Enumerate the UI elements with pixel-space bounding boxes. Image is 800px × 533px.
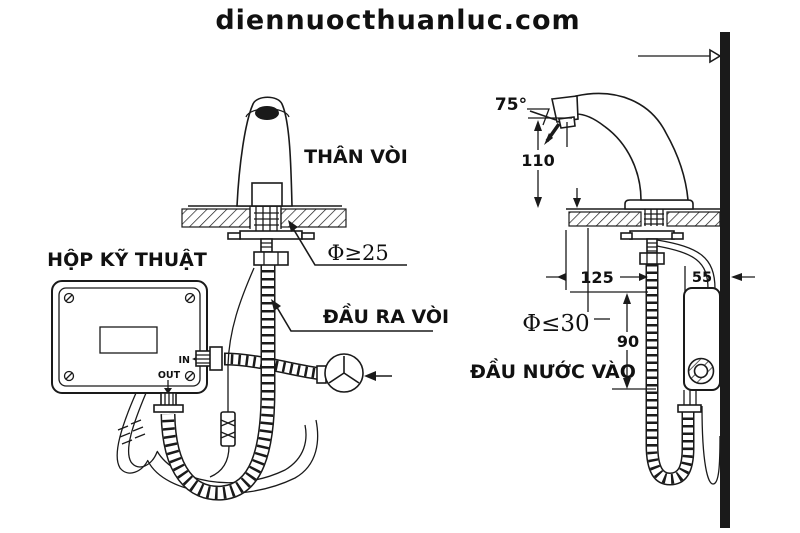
outlet-hose-side xyxy=(652,264,688,479)
screw-icon xyxy=(63,292,196,382)
hose-drop-value: 90 xyxy=(617,332,639,351)
wall-datum-arrow xyxy=(638,48,722,64)
spout-angle-value: 75° xyxy=(495,95,527,115)
hole-diameter-callout-front: Φ≥25 xyxy=(288,220,407,266)
countertop-side xyxy=(566,208,721,227)
thin-hose-loop xyxy=(701,405,721,485)
front-view-diagram: IN OUT xyxy=(47,96,636,495)
mounting-hardware-side xyxy=(620,230,684,265)
center-to-front-value: 125 xyxy=(580,268,613,287)
inlet-label: ĐẦU NƯỚC VÀO xyxy=(470,357,636,383)
faucet-body-side xyxy=(529,92,694,210)
outlet-callout: ĐẦU RA VÒI xyxy=(271,299,449,332)
spout-height-value: 110 xyxy=(521,151,554,170)
box-display-window xyxy=(99,326,158,354)
dim-hose-drop: 90 xyxy=(570,291,656,390)
dim-spout-height: 110 xyxy=(520,120,581,208)
side-view-diagram: 75° 110 125 55 Φ xyxy=(495,32,755,528)
in-connector xyxy=(195,346,223,371)
sensor-beam-icon xyxy=(529,110,568,147)
wall-box xyxy=(677,287,721,413)
hole-min-label: Φ≥25 xyxy=(327,241,389,265)
center-to-wall-value: 55 xyxy=(692,270,712,286)
spout-opening xyxy=(255,106,279,120)
wall xyxy=(720,32,730,528)
hole-diameter-callout-side: Φ≤30 xyxy=(522,228,610,337)
sensor-window-front xyxy=(251,182,283,207)
inlet-valve xyxy=(316,353,364,393)
dim-spout-angle: 75° xyxy=(495,95,572,126)
control-box: IN OUT xyxy=(51,280,208,394)
inlet-callout: ĐẦU NƯỚC VÀO xyxy=(364,357,636,383)
sensor-cable-connector xyxy=(209,267,255,478)
outlet-label: ĐẦU RA VÒI xyxy=(323,302,449,328)
hole-max-label: Φ≤30 xyxy=(522,311,589,337)
countertop-front xyxy=(181,205,347,231)
mounting-hardware-front xyxy=(227,230,315,266)
control-box-label: HỘP KỸ THUẬT xyxy=(47,247,207,271)
out-arrow-icon xyxy=(164,380,172,394)
faucet-body-label: THÂN VÒI xyxy=(304,144,408,168)
sensor-cables xyxy=(116,392,319,495)
in-port-label: IN xyxy=(179,355,191,366)
spout-side xyxy=(551,95,579,123)
faucet-body-front xyxy=(236,96,293,207)
watermark-text: diennuocthuanluc.com xyxy=(215,5,580,36)
out-port-label: OUT xyxy=(158,370,181,381)
box-supply-pipe xyxy=(656,239,716,290)
out-connector xyxy=(153,392,184,413)
